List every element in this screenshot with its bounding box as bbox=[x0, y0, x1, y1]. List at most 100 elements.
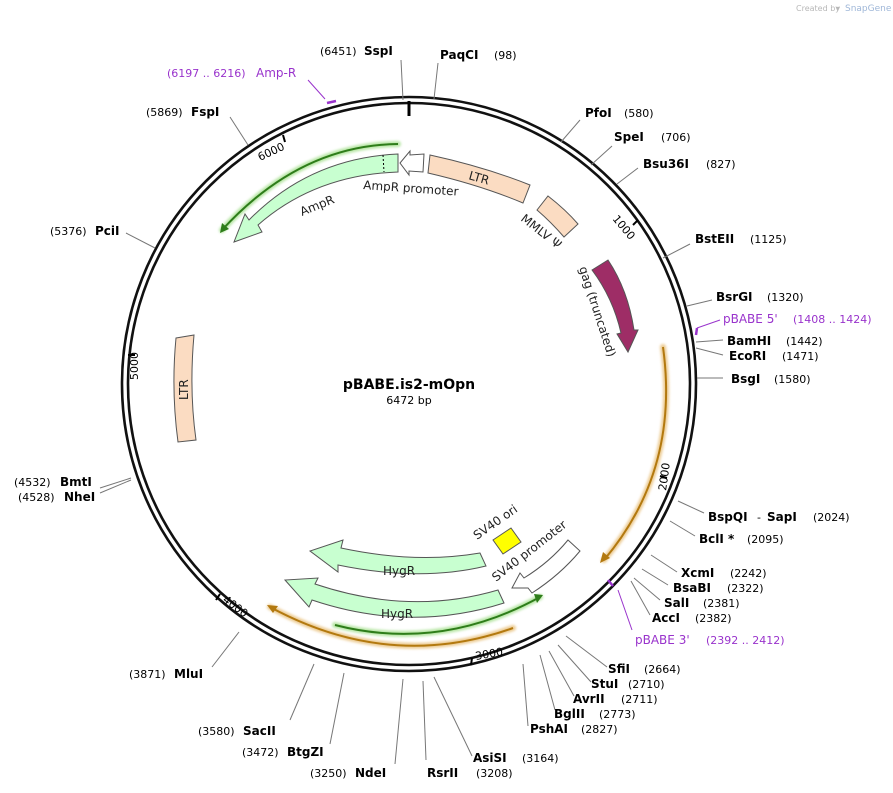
svg-text:(6451): (6451) bbox=[320, 45, 357, 58]
enzyme-asisi[interactable]: AsiSI (3164) bbox=[473, 751, 559, 765]
svg-text:pBABE 3': pBABE 3' bbox=[635, 633, 690, 647]
svg-text:HygR: HygR bbox=[381, 607, 413, 621]
orf-right bbox=[600, 344, 670, 563]
svg-text:(1442): (1442) bbox=[786, 335, 823, 348]
primer-pbabe-5[interactable]: pBABE 5' (1408 .. 1424) bbox=[694, 312, 872, 336]
svg-text:(2024): (2024) bbox=[813, 511, 850, 524]
svg-text:SfiI: SfiI bbox=[608, 662, 630, 676]
enzyme-bmti[interactable]: (4532) BmtI bbox=[14, 475, 92, 489]
enzyme-sfii[interactable]: SfiI (2664) bbox=[608, 662, 681, 676]
enzyme-bsrgi[interactable]: BsrGI (1320) bbox=[716, 290, 804, 304]
svg-text:(4532): (4532) bbox=[14, 476, 51, 489]
svg-text:PshAI: PshAI bbox=[530, 722, 568, 736]
feature-sv40-promoter[interactable]: SV40 promoter bbox=[489, 518, 581, 594]
enzyme-bcli[interactable]: BclI * (2095) bbox=[699, 532, 784, 546]
enzyme-pfoi[interactable]: PfoI (580) bbox=[585, 106, 654, 120]
svg-text:SalI: SalI bbox=[664, 596, 689, 610]
enzyme-bamhi[interactable]: BamHI (1442) bbox=[727, 334, 823, 348]
svg-text:AsiSI: AsiSI bbox=[473, 751, 507, 765]
feature-ltr-top[interactable]: LTR bbox=[427, 154, 531, 204]
enzyme-btgzi[interactable]: (3472) BtgZI bbox=[242, 745, 324, 759]
enzyme-bspqi-sapi[interactable]: BspQI - SapI (2024) bbox=[708, 510, 850, 524]
svg-text:PaqCI: PaqCI bbox=[440, 48, 478, 62]
svg-text:-: - bbox=[757, 511, 761, 524]
svg-text:(3164): (3164) bbox=[522, 752, 559, 765]
svg-text:Amp-R: Amp-R bbox=[256, 66, 296, 80]
svg-text:(1471): (1471) bbox=[782, 350, 819, 363]
feature-ltr-left[interactable]: LTR bbox=[173, 334, 197, 443]
plasmid-name: pBABE.is2-mOpn bbox=[343, 377, 475, 393]
enzyme-sspi[interactable]: (6451) SspI bbox=[320, 44, 393, 58]
svg-text:(2773): (2773) bbox=[599, 708, 636, 721]
enzyme-rsrii[interactable]: RsrII (3208) bbox=[427, 766, 513, 780]
enzyme-stui[interactable]: StuI (2710) bbox=[591, 677, 665, 691]
enzyme-ecori[interactable]: EcoRI (1471) bbox=[729, 349, 819, 363]
svg-text:PciI: PciI bbox=[95, 224, 120, 238]
svg-text:(3472): (3472) bbox=[242, 746, 279, 759]
feature-sv40-ori[interactable]: SV40 ori bbox=[471, 502, 522, 555]
svg-text:(5869): (5869) bbox=[146, 106, 183, 119]
svg-text:NheI: NheI bbox=[64, 490, 95, 504]
enzyme-nhei[interactable]: (4528) NheI bbox=[18, 490, 95, 504]
enzyme-mlui[interactable]: (3871) MluI bbox=[129, 667, 203, 681]
svg-text:(827): (827) bbox=[706, 158, 736, 171]
enzyme-bglii[interactable]: BglII (2773) bbox=[554, 707, 636, 721]
svg-text:(2827): (2827) bbox=[581, 723, 618, 736]
feature-hygr-upper[interactable]: HygR bbox=[308, 539, 487, 578]
feature-gag-truncated[interactable]: gag (truncated) bbox=[576, 259, 639, 359]
svg-text:(1408 .. 1424): (1408 .. 1424) bbox=[793, 313, 872, 326]
orf-green-top bbox=[219, 141, 401, 233]
tick-3000: 3000 bbox=[470, 645, 504, 666]
svg-text:(4528): (4528) bbox=[18, 491, 55, 504]
backbone-outer bbox=[120, 95, 698, 673]
svg-text:4000: 4000 bbox=[220, 593, 250, 620]
enzyme-pshai[interactable]: PshAI (2827) bbox=[530, 722, 618, 736]
svg-text:BspQI: BspQI bbox=[708, 510, 748, 524]
svg-text:(2392 .. 2412): (2392 .. 2412) bbox=[706, 634, 785, 647]
enzyme-spei[interactable]: SpeI (706) bbox=[614, 130, 691, 144]
svg-text:BamHI: BamHI bbox=[727, 334, 771, 348]
enzyme-xcmi[interactable]: XcmI (2242) bbox=[681, 566, 767, 580]
feature-hygr-lower[interactable]: HygR bbox=[283, 577, 505, 621]
enzyme-ndei[interactable]: (3250) NdeI bbox=[310, 766, 386, 780]
svg-text:BsrGI: BsrGI bbox=[716, 290, 753, 304]
enzyme-connectors bbox=[99, 59, 724, 765]
svg-text:AmpR: AmpR bbox=[298, 192, 336, 218]
primer-amp-r[interactable]: (6197 .. 6216) Amp-R bbox=[167, 66, 337, 105]
enzyme-avrii[interactable]: AvrII (2711) bbox=[573, 692, 658, 706]
svg-text:BglII: BglII bbox=[554, 707, 585, 721]
tick-4000: 4000 bbox=[215, 593, 250, 620]
enzyme-paqci[interactable]: PaqCI (98) bbox=[440, 48, 517, 62]
primer-pbabe-3[interactable]: pBABE 3' (2392 .. 2412) bbox=[607, 579, 785, 647]
enzyme-pcii[interactable]: (5376) PciI bbox=[50, 224, 120, 238]
enzyme-bsabi[interactable]: BsaBI (2322) bbox=[673, 581, 764, 595]
svg-text:(2382): (2382) bbox=[695, 612, 732, 625]
svg-text:AvrII: AvrII bbox=[573, 692, 605, 706]
svg-text:AmpR promoter: AmpR promoter bbox=[363, 178, 459, 199]
feature-ampr-promoter[interactable]: AmpR promoter bbox=[363, 149, 459, 199]
svg-text:FspI: FspI bbox=[191, 105, 219, 119]
enzyme-fspi[interactable]: (5869) FspI bbox=[146, 105, 219, 119]
svg-text:AccI: AccI bbox=[652, 611, 680, 625]
tick-2000: 2000 bbox=[656, 462, 673, 492]
svg-text:(2095): (2095) bbox=[747, 533, 784, 546]
enzyme-bsteii[interactable]: BstEII (1125) bbox=[695, 232, 787, 246]
enzyme-bsu36i[interactable]: Bsu36I (827) bbox=[643, 157, 736, 171]
feature-mmlv-psi[interactable]: MMLV Ψ bbox=[518, 195, 579, 252]
svg-text:BtgZI: BtgZI bbox=[287, 745, 324, 759]
svg-text:RsrII: RsrII bbox=[427, 766, 458, 780]
enzyme-sali[interactable]: SalI (2381) bbox=[664, 596, 740, 610]
orf-bottom bbox=[267, 604, 516, 649]
svg-text:(2381): (2381) bbox=[703, 597, 740, 610]
enzyme-sacii[interactable]: (3580) SacII bbox=[198, 724, 276, 738]
svg-text:SspI: SspI bbox=[364, 44, 393, 58]
svg-text:(5376): (5376) bbox=[50, 225, 87, 238]
svg-text:LTR: LTR bbox=[467, 168, 491, 187]
svg-text:6000: 6000 bbox=[256, 140, 287, 164]
svg-text:BsgI: BsgI bbox=[731, 372, 760, 386]
svg-text:StuI: StuI bbox=[591, 677, 618, 691]
enzyme-acci[interactable]: AccI (2382) bbox=[652, 611, 732, 625]
enzyme-bsgi[interactable]: BsgI (1580) bbox=[731, 372, 811, 386]
svg-text:(2242): (2242) bbox=[730, 567, 767, 580]
